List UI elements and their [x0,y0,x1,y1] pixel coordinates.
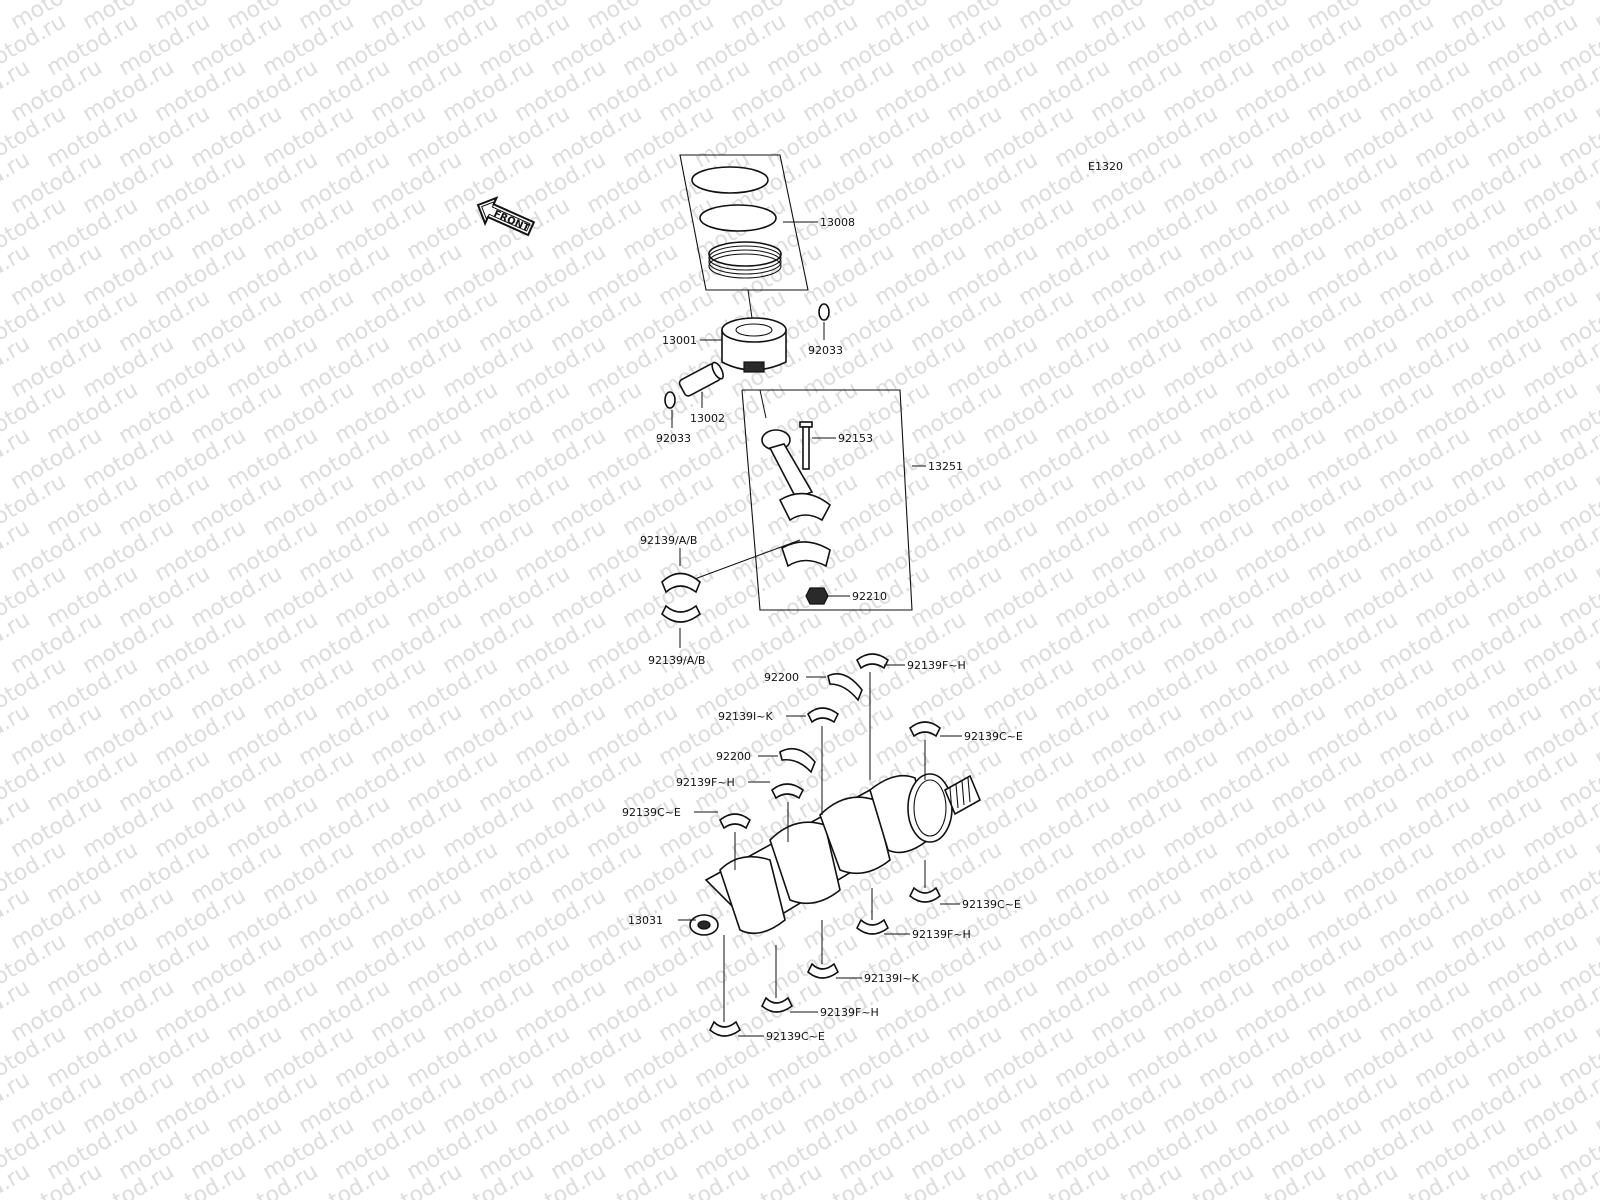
main-bearing-ik-bottom [807,962,840,979]
main-bearing-ce-right-bottom [908,886,942,903]
callout-92139ab-upper: 92139/A/B [640,534,697,547]
piston [721,289,787,373]
main-bearing-ce-right-top [908,721,942,738]
callout-92210: 92210 [852,590,887,603]
circlip-left [664,391,676,409]
main-bearing-fh-top [855,653,890,670]
callout-92139fh-top: 92139F~H [907,659,966,672]
circlip-right [818,303,830,321]
callout-92139ik-bottom: 92139I~K [864,972,919,985]
diagram-code: E1320 [1088,160,1123,173]
main-bearing-fh-bottom [761,996,794,1013]
callout-92139ce-left: 92139C~E [622,806,681,819]
piston-ring-set [679,154,809,291]
con-rod-bearing-lower [661,604,702,623]
callout-13008: 13008 [820,216,855,229]
thrust-washer-1 [827,673,863,702]
callout-92139ab-lower: 92139/A/B [648,654,705,667]
watermark-text: motod.ru [1591,0,1600,35]
con-rod [761,429,832,568]
callout-92033-right: 92033 [808,344,843,357]
con-rod-bearing-upper [661,572,701,594]
callout-92139fh-mid: 92139F~H [676,776,735,789]
callout-92139ik-top: 92139I~K [718,710,773,723]
piston-pin [678,361,724,397]
callout-92033-left: 92033 [656,432,691,445]
callout-92139ce-bottom: 92139C~E [766,1030,825,1043]
callout-92200-2: 92200 [716,750,751,763]
callout-92139ce-right-top: 92139C~E [964,730,1023,743]
callout-13001: 13001 [662,334,697,347]
main-bearing-fh-right-bottom [855,918,890,935]
callout-13251: 13251 [928,460,963,473]
callout-92139fh-right-bottom: 92139F~H [912,928,971,941]
callout-92139ce-right-bottom: 92139C~E [962,898,1021,911]
thrust-washer-2 [779,747,816,774]
callout-92153: 92153 [838,432,873,445]
con-rod-assy-box [741,389,913,611]
main-bearing-ce-bottom [709,1020,742,1037]
callout-13002: 13002 [690,412,725,425]
callout-92200-1: 92200 [764,671,799,684]
main-bearing-fh-mid [770,783,805,800]
con-rod-nut [805,587,829,605]
main-bearing-ik-top [807,707,840,724]
callout-92139fh-bottom: 92139F~H [820,1006,879,1019]
con-rod-bolt [799,421,813,470]
main-bearing-ce-left [718,813,752,830]
crankshaft [689,773,982,936]
callout-13031: 13031 [628,914,663,927]
